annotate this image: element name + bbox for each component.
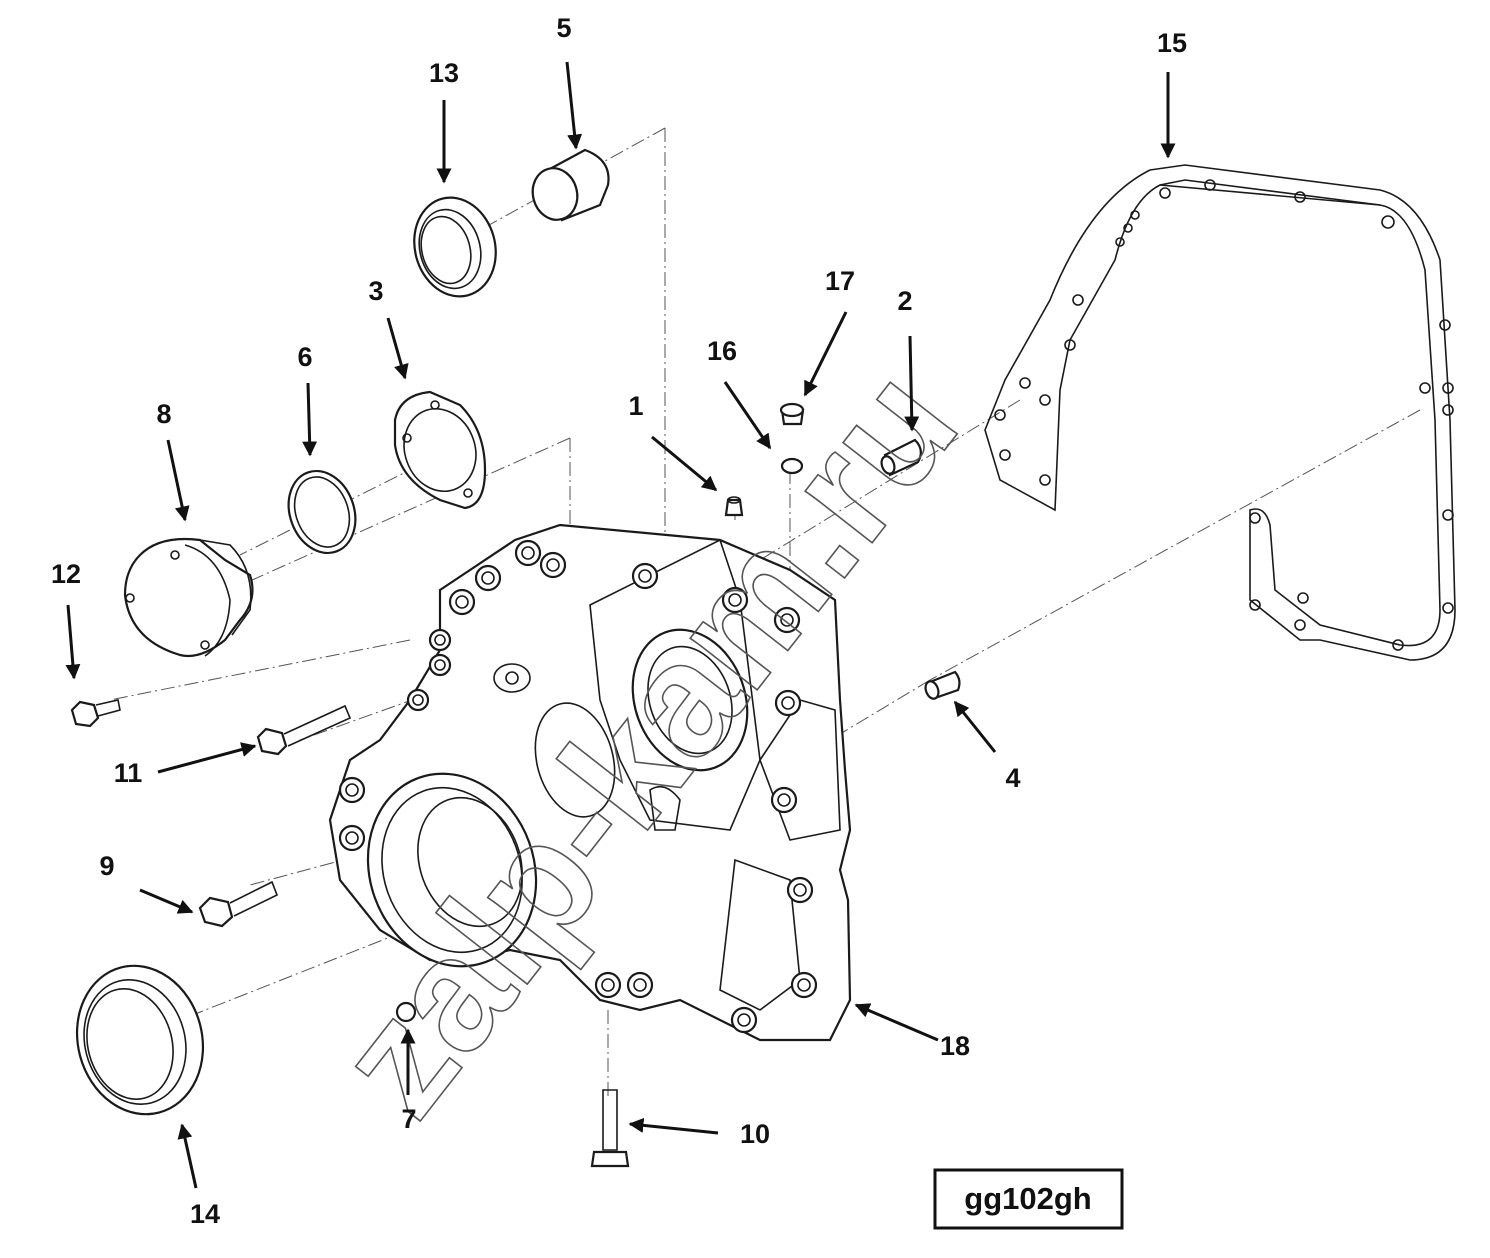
cover-gasket-3: [393, 390, 487, 510]
bolt-12: [70, 699, 121, 728]
washer-16: [780, 457, 804, 475]
oil-seal-13: [413, 196, 497, 298]
callout-5: 5: [556, 13, 571, 43]
callout-13: 13: [429, 58, 459, 88]
end-cover-8: [123, 537, 254, 658]
callout-8: 8: [156, 399, 171, 429]
dowel-pin-2: [880, 438, 922, 477]
bolt-10: [590, 1089, 630, 1168]
callout-10: 10: [740, 1119, 770, 1149]
o-ring-6: [287, 469, 357, 555]
callout-6: 6: [297, 342, 312, 372]
callout-2: 2: [897, 286, 912, 316]
gasket-part: [984, 164, 1456, 661]
callout-9: 9: [99, 851, 114, 881]
front-cover-housing: [328, 523, 852, 1042]
callout-18: 18: [940, 1031, 970, 1061]
callout-11: 11: [114, 758, 143, 788]
crankshaft-seal-14: [75, 964, 205, 1116]
callout-14: 14: [190, 1199, 220, 1229]
callout-numbers: 1 2 3 4 5 6 7 8 9 10 11 12 13 14 15 16 1…: [51, 13, 1187, 1229]
reference-code: gg102gh: [964, 1181, 1091, 1216]
plug-17: [779, 402, 805, 426]
bushing-part: [531, 148, 610, 222]
plug-1: [724, 496, 744, 517]
callout-12: 12: [51, 559, 81, 589]
plug-7: [395, 1001, 417, 1023]
bolt-9: [198, 880, 279, 928]
callout-16: 16: [707, 336, 737, 366]
callout-1: 1: [628, 391, 643, 421]
callout-arrows: [65, 61, 1176, 1189]
callout-7: 7: [401, 1104, 416, 1134]
callout-17: 17: [825, 266, 855, 296]
dowel-pin-4: [924, 670, 961, 700]
callout-15: 15: [1157, 28, 1187, 58]
bolt-11: [256, 704, 352, 756]
reference-code-box: gg102gh: [933, 1168, 1124, 1230]
callout-3: 3: [368, 276, 383, 306]
callout-4: 4: [1005, 763, 1020, 793]
